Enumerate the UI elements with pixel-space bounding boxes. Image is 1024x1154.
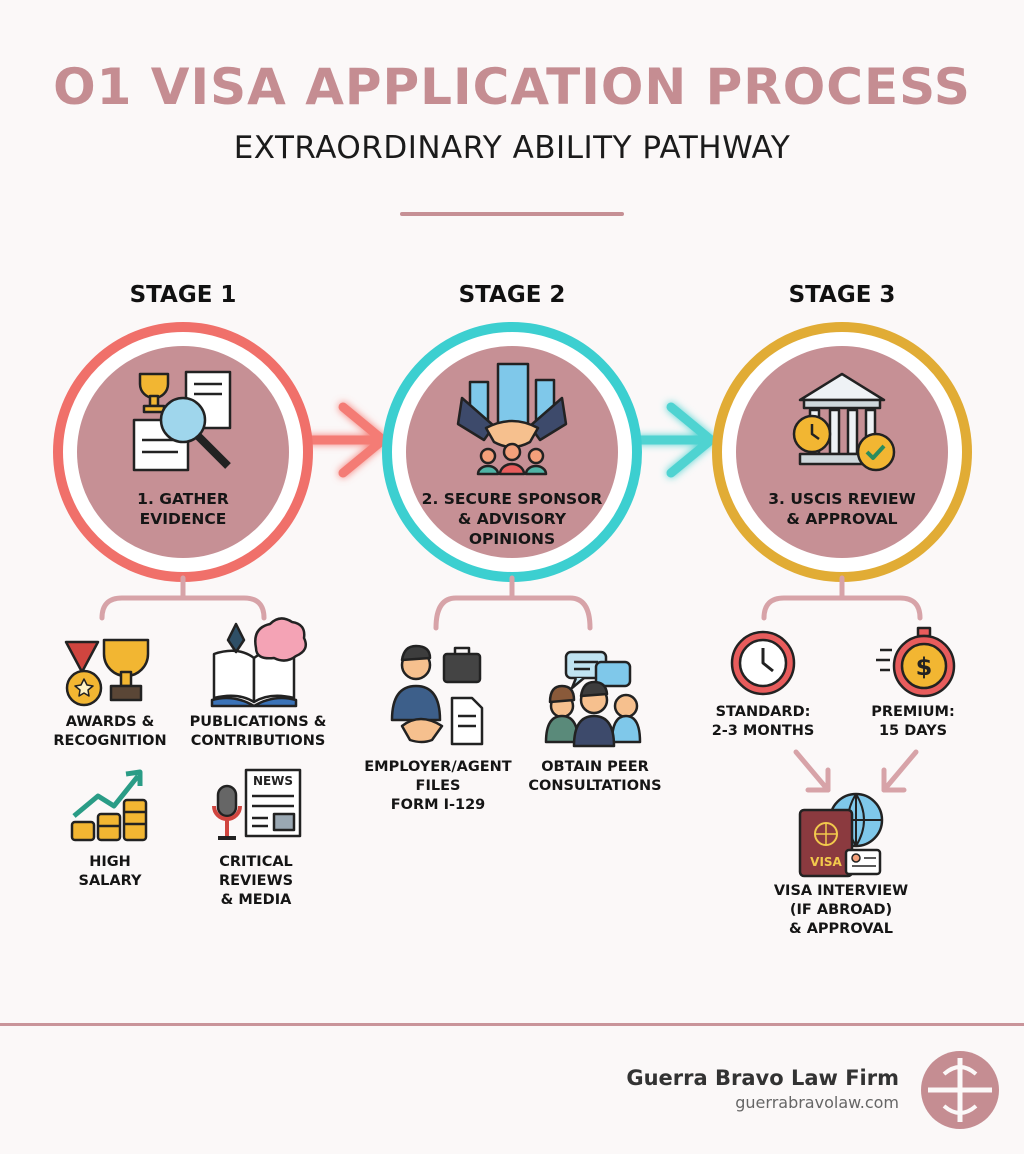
stage-2-circle-label: 2. SECURE SPONSOR & ADVISORY OPINIONS: [412, 489, 612, 549]
publications-label: PUBLICATIONS & CONTRIBUTIONS: [180, 713, 336, 751]
peer-consultation-icon: [544, 650, 642, 748]
clock-icon: [730, 630, 796, 696]
label-line: CONTRIBUTIONS: [190, 733, 326, 749]
stage-1-circle-line-2: EVIDENCE: [139, 510, 227, 528]
label-line: CONSULTATIONS: [528, 778, 662, 794]
label-line: AWARDS &: [65, 714, 155, 730]
passport-globe-icon: [798, 792, 884, 878]
stage-3-converge-arrows: [793, 749, 919, 793]
svg-text:$: $: [916, 653, 933, 681]
stage-1-label: STAGE 1: [129, 282, 237, 308]
stage-2-circle-line-3: OPINIONS: [468, 530, 556, 548]
evidence-icon: [132, 370, 232, 472]
page-title: O1 VISA APPLICATION PROCESS: [53, 58, 971, 116]
stage-1-connector: [99, 575, 267, 621]
label-line: FILES: [415, 778, 461, 794]
title-divider: [400, 212, 624, 216]
uscis-building-icon: [792, 372, 896, 472]
medal-trophy-icon: [64, 638, 150, 707]
label-line: 15 DAYS: [878, 723, 948, 739]
passport-visa-text: VISA: [810, 855, 842, 869]
stage-3-connector: [761, 575, 923, 621]
stage-1-circle-line-1: 1. GATHER: [137, 490, 229, 508]
label-line: VISA INTERVIEW: [773, 883, 909, 899]
page-subtitle: EXTRAORDINARY ABILITY PATHWAY: [233, 130, 791, 166]
standard-timing-label: STANDARD: 2-3 MONTHS: [700, 703, 826, 741]
label-line: RECOGNITION: [53, 733, 167, 749]
stopwatch-dollar-icon: $: [876, 626, 956, 698]
label-line: PREMIUM:: [871, 704, 955, 720]
salary-chart-icon: [70, 769, 148, 842]
stage-2-label: STAGE 2: [458, 282, 566, 308]
label-line: & MEDIA: [220, 892, 292, 908]
awards-recognition-label: AWARDS & RECOGNITION: [40, 713, 180, 751]
employer-handshake-icon: [390, 644, 484, 746]
firm-logo: [921, 1051, 999, 1129]
label-line: REVIEWS: [218, 873, 294, 889]
label-line: STANDARD:: [715, 704, 811, 720]
stage-3-circle-label: 3. USCIS REVIEW & APPROVAL: [752, 489, 932, 529]
firm-name: Guerra Bravo Law Firm: [626, 1066, 899, 1090]
label-line: HIGH: [89, 854, 131, 870]
peer-consultations-label: OBTAIN PEER CONSULTATIONS: [520, 758, 670, 796]
stage-1-circle-label: 1. GATHER EVIDENCE: [103, 489, 263, 529]
high-salary-label: HIGH SALARY: [50, 853, 170, 891]
stage-3-circle-line-1: 3. USCIS REVIEW: [768, 490, 916, 508]
firm-url[interactable]: guerrabravolaw.com: [735, 1093, 899, 1112]
stage-2-circle-line-2: & ADVISORY: [457, 510, 567, 528]
label-line: (IF ABROAD): [789, 902, 893, 918]
stage-3-label: STAGE 3: [788, 282, 896, 308]
visa-interview-label: VISA INTERVIEW (IF ABROAD) & APPROVAL: [756, 882, 926, 939]
label-line: 2-3 MONTHS: [711, 723, 815, 739]
premium-timing-label: PREMIUM: 15 DAYS: [860, 703, 966, 741]
svg-text:NEWS: NEWS: [253, 774, 293, 788]
footer-divider: [0, 1023, 1024, 1026]
label-line: CRITICAL: [219, 854, 293, 870]
book-brain-icon: [210, 617, 307, 708]
critical-reviews-label: CRITICAL REVIEWS & MEDIA: [196, 853, 316, 910]
label-line: PUBLICATIONS &: [189, 714, 327, 730]
stage-2-circle-line-1: 2. SECURE SPONSOR: [421, 490, 603, 508]
label-line: & APPROVAL: [789, 921, 893, 937]
sponsor-handshake-icon: [456, 362, 568, 476]
label-line: SALARY: [78, 873, 142, 889]
employer-files-label: EMPLOYER/AGENT FILES FORM I-129: [356, 758, 520, 815]
stage-3-circle: [712, 322, 972, 582]
label-line: OBTAIN PEER: [541, 759, 649, 775]
label-line: FORM I-129: [390, 797, 486, 813]
label-line: EMPLOYER/AGENT: [364, 759, 512, 775]
stage-3-circle-line-2: & APPROVAL: [786, 510, 898, 528]
news-microphone-icon: NEWS: [212, 768, 302, 840]
stage-2-connector: [433, 575, 593, 631]
